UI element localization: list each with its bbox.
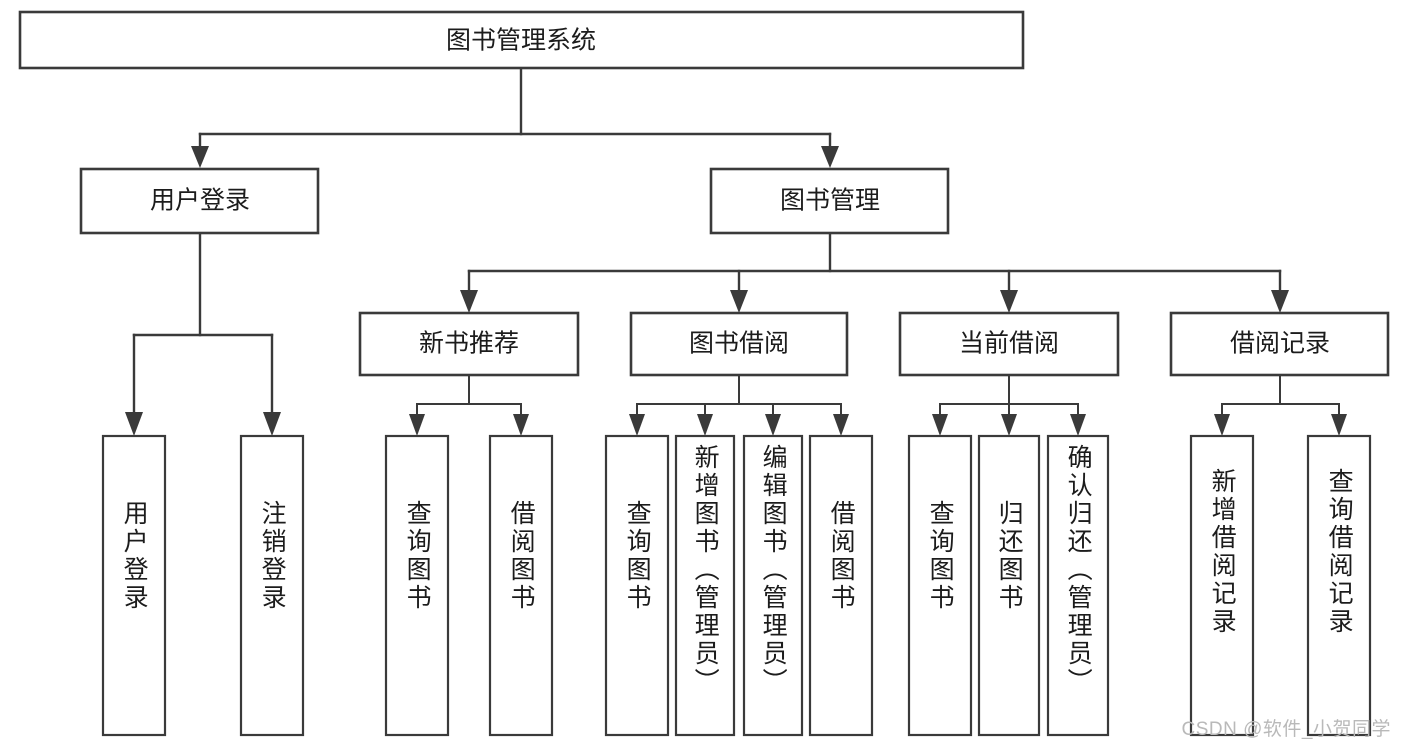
node-user-login-label: 用户登录 xyxy=(150,187,250,215)
watermark-text: CSDN @软件_小贺同学 xyxy=(1181,719,1391,740)
leaf-box-edit-book[interactable] xyxy=(742,434,804,737)
connector-userlogin-to-leaves xyxy=(125,231,281,436)
connector-bookborrow-to-leaves xyxy=(629,374,849,436)
node-new-book-recommend[interactable]: 新书推荐 xyxy=(358,311,580,377)
leaf-box-user-login[interactable] xyxy=(101,434,167,737)
node-book-manage-label: 图书管理 xyxy=(780,187,880,215)
leaf-box-add-book[interactable] xyxy=(674,434,736,737)
node-current-borrow[interactable]: 当前借阅 xyxy=(898,311,1120,377)
node-book-borrow[interactable]: 图书借阅 xyxy=(629,311,849,377)
node-root-label: 图书管理系统 xyxy=(446,27,596,55)
leaf-box-confirm-return[interactable] xyxy=(1046,434,1110,737)
node-current-borrow-label: 当前借阅 xyxy=(959,330,1059,358)
connector-bookmanage-to-level2 xyxy=(460,231,1289,313)
leaf-box-user-logout[interactable] xyxy=(239,434,305,737)
connector-newbook-to-leaves xyxy=(409,374,529,436)
connector-currentborrow-to-leaves xyxy=(932,374,1086,436)
leaf-box-borrow-book-1[interactable] xyxy=(488,434,554,737)
leaf-box-query-book-3[interactable] xyxy=(907,434,973,737)
leaf-box-borrow-book-2[interactable] xyxy=(808,434,874,737)
node-root[interactable]: 图书管理系统 xyxy=(18,10,1025,70)
leaf-box-add-record[interactable] xyxy=(1189,434,1255,737)
connector-borrowrecord-to-leaves xyxy=(1214,374,1347,436)
leaf-box-query-record[interactable] xyxy=(1306,434,1372,737)
leaf-box-return-book[interactable] xyxy=(977,434,1041,737)
node-book-borrow-label: 图书借阅 xyxy=(689,330,789,358)
node-new-book-recommend-label: 新书推荐 xyxy=(419,330,519,358)
node-borrow-record[interactable]: 借阅记录 xyxy=(1169,311,1390,377)
leaf-box-query-book-2[interactable] xyxy=(604,434,670,737)
node-user-login[interactable]: 用户登录 xyxy=(79,167,320,235)
node-book-manage[interactable]: 图书管理 xyxy=(709,167,950,235)
leaf-box-query-book-1[interactable] xyxy=(384,434,450,737)
node-borrow-record-label: 借阅记录 xyxy=(1230,330,1330,358)
connector-root-to-level1 xyxy=(191,66,839,168)
